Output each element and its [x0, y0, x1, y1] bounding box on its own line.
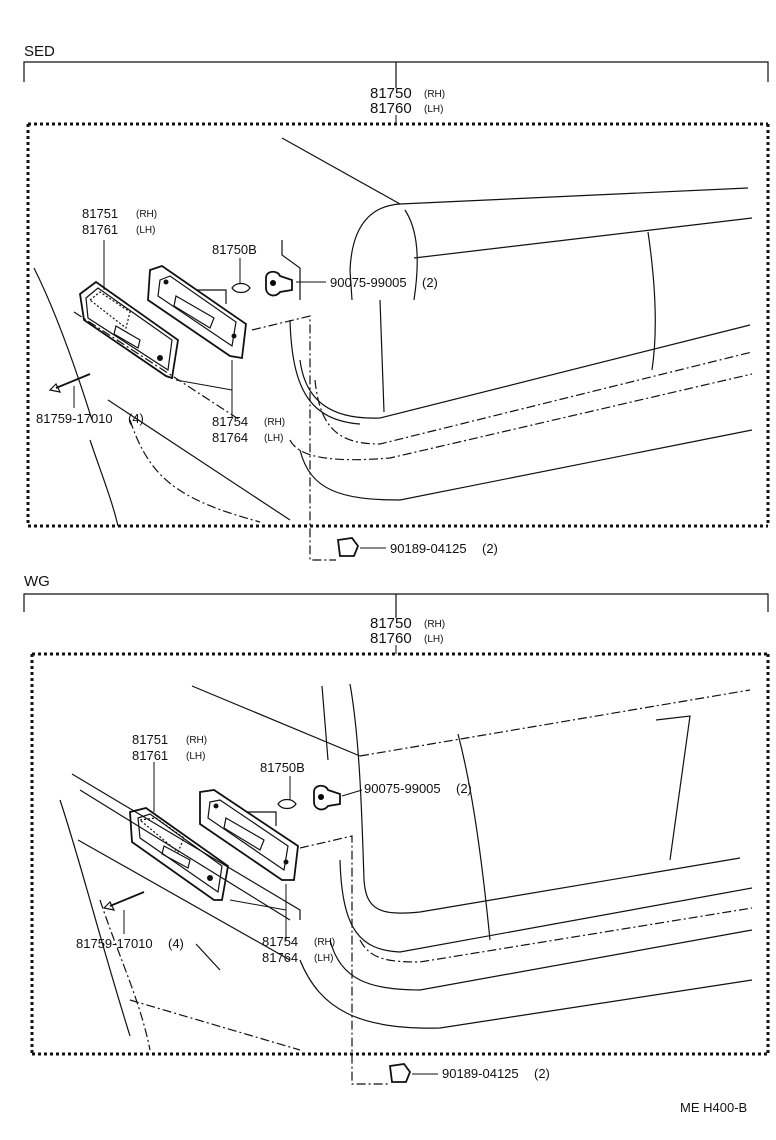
svg-text:(4): (4) [128, 411, 144, 426]
wg-nut-label: 90189-04125 (2) [442, 1066, 550, 1081]
svg-text:(RH): (RH) [424, 619, 445, 630]
sed-section: SED 81750 (RH) 81760 (LH) [23, 43, 770, 561]
svg-text:81750: 81750 [370, 85, 412, 102]
svg-text:(LH): (LH) [186, 751, 205, 762]
wg-gasket [199, 789, 299, 881]
svg-text:81754: 81754 [212, 414, 248, 429]
sed-socket [265, 270, 293, 297]
sed-section-title: SED [24, 43, 55, 60]
svg-text:81754: 81754 [262, 934, 298, 949]
sed-nut-label: 90189-04125 (2) [390, 541, 498, 556]
sed-screw-label: 81759-17010 (4) [36, 411, 144, 426]
svg-text:90189-04125: 90189-04125 [442, 1066, 519, 1081]
sed-gasket [147, 265, 247, 360]
svg-text:81760: 81760 [370, 630, 412, 647]
sed-gasket-label: 81754 (RH) 81764 (LH) [212, 414, 285, 445]
wg-nut [388, 1063, 412, 1083]
wg-socket [313, 784, 341, 811]
svg-text:81764: 81764 [212, 430, 248, 445]
svg-text:81761: 81761 [82, 222, 118, 237]
svg-text:81750: 81750 [370, 615, 412, 632]
wg-bulb-label: 81750B [260, 760, 305, 775]
svg-text:(LH): (LH) [424, 634, 443, 645]
sed-lens-label: 81751 (RH) 81761 (LH) [82, 206, 157, 237]
svg-text:(4): (4) [168, 936, 184, 951]
sed-car-body [33, 137, 753, 527]
svg-text:(LH): (LH) [264, 433, 283, 444]
wg-lens-label: 81751 (RH) 81761 (LH) [132, 732, 207, 763]
svg-text:(RH): (RH) [314, 937, 335, 948]
wg-gasket-label: 81754 (RH) 81764 (LH) [262, 934, 335, 965]
svg-text:(LH): (LH) [314, 953, 333, 964]
svg-text:81759-17010: 81759-17010 [76, 936, 153, 951]
wg-section-title: WG [24, 573, 50, 590]
svg-text:(2): (2) [456, 781, 472, 796]
sed-nut [336, 537, 360, 557]
svg-text:(LH): (LH) [424, 104, 443, 115]
sed-lens [79, 280, 179, 380]
svg-text:90075-99005: 90075-99005 [330, 275, 407, 290]
svg-text:81751: 81751 [132, 732, 168, 747]
sed-socket-label: 90075-99005 (2) [330, 275, 438, 290]
sed-bulb-label: 81750B [212, 242, 257, 257]
wg-bulb [277, 798, 297, 810]
wg-assembly-label: 81750 (RH) 81760 (LH) [370, 615, 445, 647]
footer-code: ME H400-B [680, 1100, 747, 1115]
svg-text:81761: 81761 [132, 748, 168, 763]
wg-screw-label: 81759-17010 (4) [76, 936, 184, 951]
wg-lens [129, 807, 229, 901]
svg-text:(RH): (RH) [186, 735, 207, 746]
wg-section: WG 81750 (RH) 81760 (LH) [23, 573, 770, 1085]
svg-text:81764: 81764 [262, 950, 298, 965]
wg-socket-label: 90075-99005 (2) [364, 781, 472, 796]
svg-text:90075-99005: 90075-99005 [364, 781, 441, 796]
sed-screw [48, 373, 91, 393]
svg-text:81759-17010: 81759-17010 [36, 411, 113, 426]
wg-frame [30, 652, 770, 1056]
sed-assembly-label: 81750 (RH) 81760 (LH) [370, 85, 445, 117]
svg-text:(RH): (RH) [424, 89, 445, 100]
sed-leaders [73, 240, 386, 561]
wg-screw [102, 891, 145, 911]
svg-text:(2): (2) [534, 1066, 550, 1081]
svg-text:90189-04125: 90189-04125 [390, 541, 467, 556]
svg-text:(RH): (RH) [264, 417, 285, 428]
wg-leaders [123, 762, 438, 1085]
svg-text:(2): (2) [422, 275, 438, 290]
svg-text:81751: 81751 [82, 206, 118, 221]
sed-bulb [231, 282, 251, 294]
svg-text:(RH): (RH) [136, 209, 157, 220]
sed-frame [26, 122, 770, 528]
svg-text:81760: 81760 [370, 100, 412, 117]
svg-text:(LH): (LH) [136, 225, 155, 236]
svg-text:(2): (2) [482, 541, 498, 556]
